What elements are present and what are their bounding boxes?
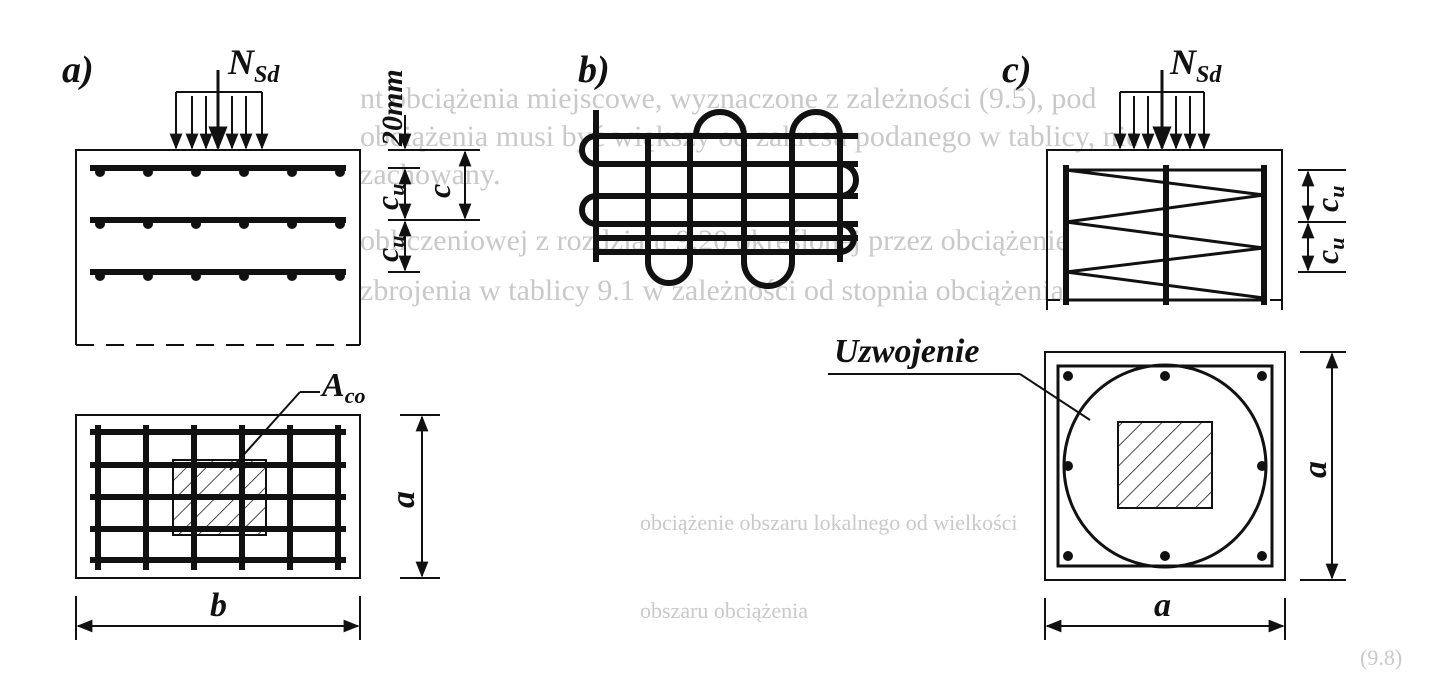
- panel-b-label: b): [578, 49, 610, 91]
- bg-line-1: nt obciążenia miejscowe, wyznaczone z za…: [360, 82, 1096, 115]
- column-c-elevation: [1046, 149, 1283, 310]
- column-c-plan-outer: [1044, 351, 1286, 581]
- column-elevation-outline: [75, 149, 361, 345]
- dims-a: [388, 115, 480, 273]
- spiral-leader-d: [1019, 373, 1091, 421]
- bg-line-5: zbrojenia w tablicy 9.1 w zależności od …: [360, 274, 1064, 307]
- bg-line-3: zachowany.: [360, 158, 500, 191]
- bg-line-8: (9.8): [1360, 645, 1402, 670]
- panel-a: a) NSd: [62, 42, 480, 640]
- load-arrows-a: [169, 70, 269, 151]
- area-aco-hatch: [172, 459, 267, 536]
- panel-c-label: c): [1002, 49, 1032, 91]
- spiral-elevation: [1063, 165, 1267, 305]
- dim-cu-label-3: cu: [1309, 186, 1349, 212]
- dim-a-left-label: a: [385, 491, 422, 508]
- spiral-label: Uzwojenie: [834, 333, 979, 370]
- dim-20mm-label: 20mm: [376, 69, 409, 147]
- dim-a-right-v: [1300, 351, 1346, 581]
- dim-a-left: [400, 414, 440, 579]
- panel-b: b): [578, 49, 859, 289]
- dim-b-label: b: [210, 587, 227, 624]
- area-aco-label: Aco: [320, 367, 365, 408]
- dim-b: [75, 596, 361, 640]
- column-plan-outline: [75, 414, 361, 579]
- load-arrows-c: [1113, 70, 1211, 151]
- panel-a-label: a): [62, 49, 94, 91]
- load-label-c: NSd: [1169, 42, 1222, 88]
- dim-c-label: c: [421, 184, 457, 198]
- dim-a-right-v-label: a: [1297, 461, 1334, 478]
- longitudinal-bars-c: [1063, 371, 1267, 561]
- panel-c: c) NSd cu: [828, 42, 1349, 640]
- area-leader-line: [229, 391, 301, 471]
- bg-line-6: obciążenie obszaru lokalnego od wielkośc…: [640, 510, 1018, 535]
- dim-cu-label-1: cu: [369, 184, 409, 210]
- zigzag-mesh-b: [579, 109, 859, 289]
- dim-cu-label-2: cu: [369, 236, 409, 262]
- load-label-a: NSd: [227, 42, 280, 88]
- mesh-layers-a: [90, 165, 346, 281]
- dims-c: [1298, 169, 1346, 273]
- dim-cu-label-4: cu: [1309, 238, 1349, 264]
- background-bleed-text: nt obciążenia miejscowe, wyznaczone z za…: [360, 82, 1402, 670]
- dim-a-right-h: [1044, 598, 1286, 640]
- dim-a-right-h-label: a: [1154, 587, 1171, 624]
- bg-line-7: obszaru obciążenia: [640, 598, 808, 623]
- core-hatch-c: [1117, 421, 1213, 509]
